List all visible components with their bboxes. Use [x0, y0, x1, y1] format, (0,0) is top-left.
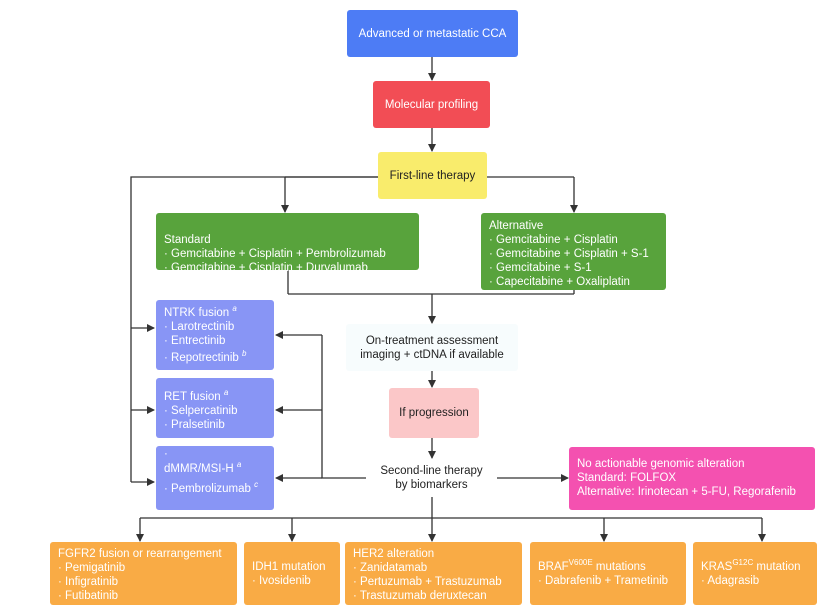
node-no-actionable-alteration: No actionable genomic alteration Standar…	[569, 447, 815, 510]
fgfr2-item: · Infigratinib	[58, 576, 119, 588]
no-target-title: No actionable genomic alteration	[577, 458, 745, 470]
node-dmmr-msi-h: · dMMR/MSI-H a · Pembrolizumab c	[156, 446, 274, 510]
ret-item: · Selpercatinib	[164, 405, 238, 417]
her2-item: · Zanidatamab	[353, 562, 428, 574]
fgfr2-item: · Pemigatinib	[58, 562, 126, 574]
standard-title: Standard	[164, 234, 211, 246]
node-kras: KRASG12C mutation · Adagrasib	[693, 542, 817, 605]
node-first-line-therapy-label: First-line therapy	[389, 169, 476, 182]
idh1-title: IDH1 mutation	[252, 561, 326, 573]
node-ret-fusion: RET fusion a · Selpercatinib · Pralsetin…	[156, 378, 274, 438]
alternative-title: Alternative	[489, 220, 544, 232]
assessment-line: On-treatment assessment	[365, 334, 499, 347]
left-bus	[130, 176, 378, 482]
ntrk-title: NTRK fusion a	[164, 304, 237, 319]
assessment-line: imaging + ctDNA if available	[360, 348, 504, 361]
kras-item: · Adagrasib	[701, 575, 760, 587]
node-idh1: IDH1 mutation · Ivosidenib	[244, 542, 340, 605]
second-line-line: by biomarkers	[395, 479, 468, 491]
kras-title: KRASG12C mutation	[701, 558, 801, 573]
node-on-treatment-assessment: On-treatment assessment imaging + ctDNA …	[346, 324, 518, 371]
alternative-item: · Gemcitabine + S-1	[489, 262, 592, 274]
dmmr-dot: ·	[164, 448, 168, 460]
alternative-item: · Gemcitabine + Cisplatin	[489, 234, 618, 246]
dmmr-item: · Pembrolizumab c	[164, 480, 259, 495]
ntrk-item: · Repotrectinib b	[164, 349, 247, 364]
no-target-line: Standard: FOLFOX	[577, 472, 677, 484]
alternative-item: · Gemcitabine + Cisplatin + S-1	[489, 248, 649, 260]
standard-item: · Gemcitabine + Cisplatin + Durvalumab	[164, 262, 368, 274]
node-ntrk-fusion: NTRK fusion a · Larotrectinib · Entrecti…	[156, 300, 274, 370]
no-target-line: Alternative: Irinotecan + 5-FU, Regorafe…	[577, 486, 796, 498]
ret-title: RET fusion a	[164, 388, 229, 403]
fgfr2-item: · Futibatinib	[58, 590, 119, 602]
node-her2: HER2 alteration · Zanidatamab · Pertuzum…	[345, 542, 522, 605]
node-alternative-regimens: Alternative · Gemcitabine + Cisplatin · …	[481, 213, 666, 290]
node-molecular-profiling-label: Molecular profiling	[384, 98, 479, 111]
node-first-line-therapy: First-line therapy	[378, 152, 487, 199]
ret-item: · Pralsetinib	[164, 419, 225, 431]
node-molecular-profiling: Molecular profiling	[373, 81, 490, 128]
ntrk-item: · Entrectinib	[164, 335, 226, 347]
braf-title: BRAFV600E mutations	[538, 558, 646, 573]
standard-item: · Gemcitabine + Cisplatin + Pembrolizuma…	[164, 248, 386, 260]
braf-item: · Dabrafenib + Trametinib	[538, 575, 669, 587]
node-if-progression: If progression	[389, 388, 479, 438]
node-braf: BRAFV600E mutations · Dabrafenib + Trame…	[530, 542, 686, 605]
node-if-progression-label: If progression	[399, 407, 469, 419]
alternative-item: · Capecitabine + Oxaliplatin	[489, 276, 630, 288]
her2-title: HER2 alteration	[353, 548, 435, 560]
node-second-line-therapy: Second-line therapy by biomarkers	[366, 459, 497, 497]
her2-item: · Pertuzumab + Trastuzumab	[353, 576, 502, 588]
node-standard-regimens: Standard · Gemcitabine + Cisplatin + Pem…	[156, 213, 419, 274]
second-line-line: Second-line therapy	[380, 465, 483, 477]
ntrk-item: · Larotrectinib	[164, 321, 235, 333]
her2-item: · Trastuzumab deruxtecan	[353, 590, 487, 602]
fgfr2-title: FGFR2 fusion or rearrangement	[58, 548, 222, 560]
dmmr-title: dMMR/MSI-H a	[164, 460, 242, 475]
node-advanced-cca-label: Advanced or metastatic CCA	[358, 27, 507, 40]
node-fgfr2: FGFR2 fusion or rearrangement · Pemigati…	[50, 542, 237, 605]
idh1-item: · Ivosidenib	[252, 575, 311, 587]
node-advanced-cca: Advanced or metastatic CCA	[347, 10, 518, 57]
